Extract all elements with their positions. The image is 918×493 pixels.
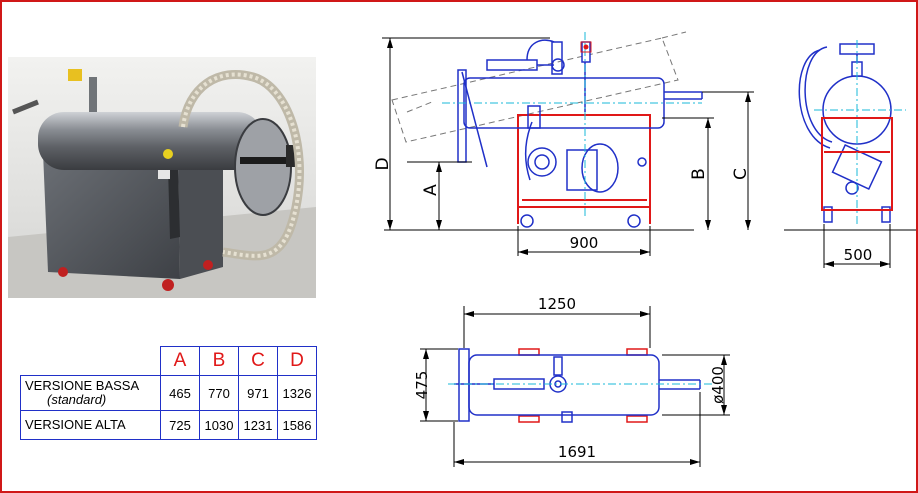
table-cell: 1586 — [277, 410, 317, 440]
table-cell: 725 — [160, 410, 200, 440]
row-sublabel: (standard) — [47, 392, 107, 407]
table-header-b: B — [199, 346, 239, 376]
side-view — [391, 31, 703, 228]
table-cell: 971 — [238, 375, 278, 411]
dimensions-table: A B C D VERSIONE BASSA (standard) 465 77… — [20, 346, 317, 440]
dim-overall-length: 1691 — [558, 443, 596, 461]
table-header-c: C — [238, 346, 278, 376]
table-row: VERSIONE ALTA 725 1030 1231 1586 — [20, 410, 317, 440]
dim-letter-c: C — [731, 168, 751, 180]
dim-letter-d: D — [373, 157, 393, 170]
dim-top-length: 1250 — [538, 295, 576, 313]
row-label: VERSIONE ALTA — [20, 410, 161, 440]
front-view — [784, 40, 916, 231]
dim-tank-diameter: ø400 — [709, 366, 727, 404]
dim-front-width: 500 — [844, 246, 873, 264]
table-header-d: D — [277, 346, 317, 376]
dim-letter-a: A — [421, 184, 441, 196]
side-dimension-lines — [382, 37, 754, 256]
table-row: VERSIONE BASSA (standard) 465 770 971 13… — [20, 375, 317, 411]
table-header-a: A — [160, 346, 200, 376]
dim-top-height: 475 — [413, 371, 431, 400]
dim-letter-b: B — [689, 168, 709, 180]
table-cell: 465 — [160, 375, 200, 411]
table-cell: 1231 — [238, 410, 278, 440]
top-view — [448, 348, 714, 423]
table-cell: 1030 — [199, 410, 239, 440]
dim-side-length: 900 — [570, 234, 599, 252]
row-label-text: VERSIONE BASSA — [25, 378, 140, 393]
table-header-row: A B C D — [21, 346, 317, 376]
product-photo — [8, 57, 316, 298]
row-label-text: VERSIONE ALTA — [25, 417, 126, 432]
row-label: VERSIONE BASSA (standard) — [20, 375, 161, 411]
table-cell: 1326 — [277, 375, 317, 411]
table-cell: 770 — [199, 375, 239, 411]
